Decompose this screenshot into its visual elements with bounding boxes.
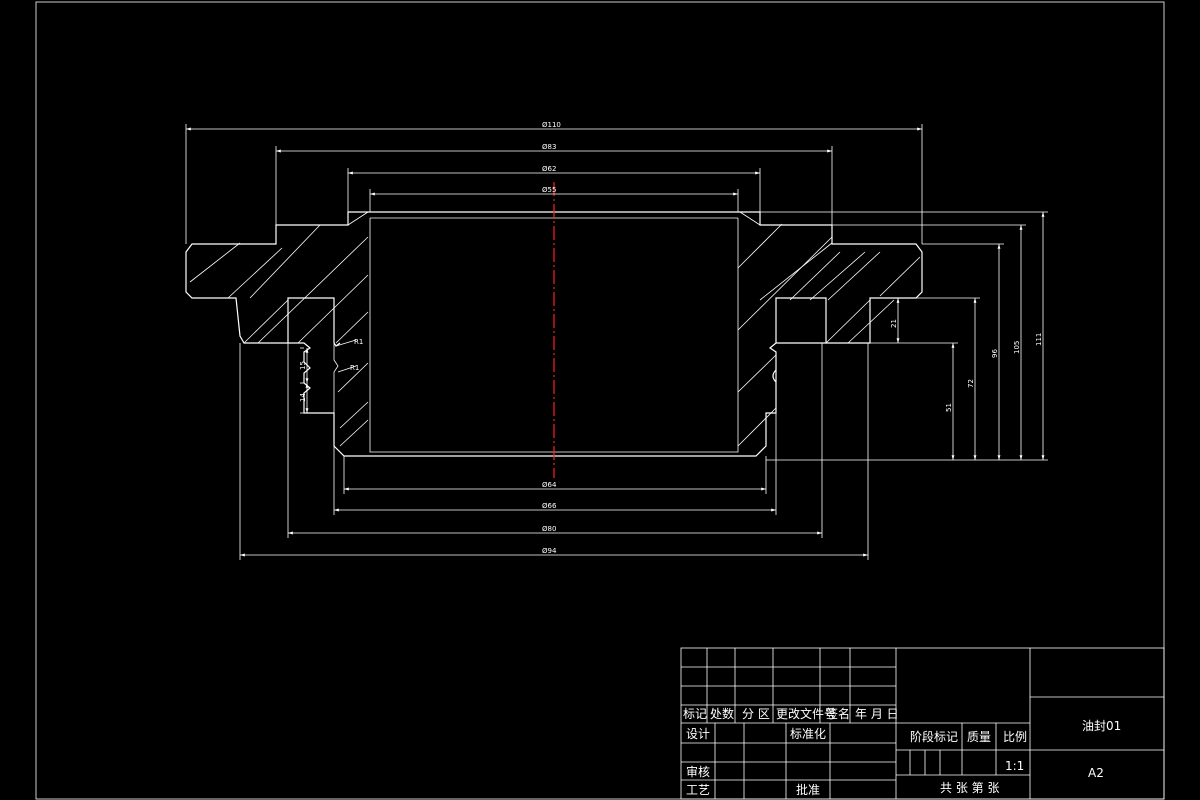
tb-paper-size: A2 xyxy=(1088,766,1104,780)
tb-process: 工艺 xyxy=(686,783,710,797)
dim-r1-top: R1 xyxy=(354,338,363,346)
tb-signature: 签名 xyxy=(826,706,850,721)
title-block xyxy=(680,647,1165,800)
dim-g14: 14 xyxy=(299,393,307,402)
dim-d80: Ø80 xyxy=(542,525,556,533)
dim-h111: 111 xyxy=(1035,333,1043,346)
tb-part-name: 油封01 xyxy=(1082,719,1121,733)
dim-d110: Ø110 xyxy=(542,121,561,129)
drawing-frame xyxy=(35,1,1165,800)
tb-design: 设计 xyxy=(686,727,710,741)
tb-standardize: 标准化 xyxy=(790,727,826,741)
tb-zone: 分 区 xyxy=(742,707,770,721)
tb-mass: 质量 xyxy=(967,730,991,744)
dim-d64: Ø64 xyxy=(542,481,557,489)
section-hatch-left xyxy=(189,224,369,447)
title-block-text: 标记 处数 分 区 更改文件号 签名 年 月 日 设计 标准化 审核 工艺 批准… xyxy=(683,706,1121,797)
diameter-dimensions xyxy=(185,124,923,560)
dim-h105: 105 xyxy=(1013,341,1021,354)
dim-h21: 21 xyxy=(890,319,898,328)
dim-h51: 51 xyxy=(945,403,953,412)
height-dimensions xyxy=(300,211,1048,461)
tb-ratio: 比例 xyxy=(1003,730,1027,744)
tb-change-doc: 更改文件号 xyxy=(776,706,836,721)
tb-approve: 批准 xyxy=(796,782,820,797)
tb-sheets: 共 张 第 张 xyxy=(940,781,999,795)
tb-mark: 标记 xyxy=(683,707,707,721)
tb-review: 审核 xyxy=(686,764,710,779)
tb-date: 年 月 日 xyxy=(855,707,899,721)
part-outline-left xyxy=(185,211,554,457)
tb-count: 处数 xyxy=(710,706,734,721)
dim-d55: Ø55 xyxy=(542,186,556,194)
tb-scale-value: 1:1 xyxy=(1005,759,1024,773)
dim-d94: Ø94 xyxy=(542,547,557,555)
dim-h96: 96 xyxy=(991,349,999,358)
section-hatch-right xyxy=(737,223,921,447)
dim-d66: Ø66 xyxy=(542,502,557,510)
dim-h72: 72 xyxy=(967,379,975,388)
tb-stage-mark: 阶段标记 xyxy=(910,729,958,744)
part-outline-right xyxy=(554,211,923,457)
dim-g15: 15 xyxy=(299,361,307,370)
dim-d83: Ø83 xyxy=(542,143,556,151)
dim-r1-bottom: R1 xyxy=(350,364,359,372)
dim-d62: Ø62 xyxy=(542,165,556,173)
dimension-labels: Ø110 Ø83 Ø62 Ø55 Ø64 Ø66 Ø80 Ø94 111 105… xyxy=(299,121,1043,555)
